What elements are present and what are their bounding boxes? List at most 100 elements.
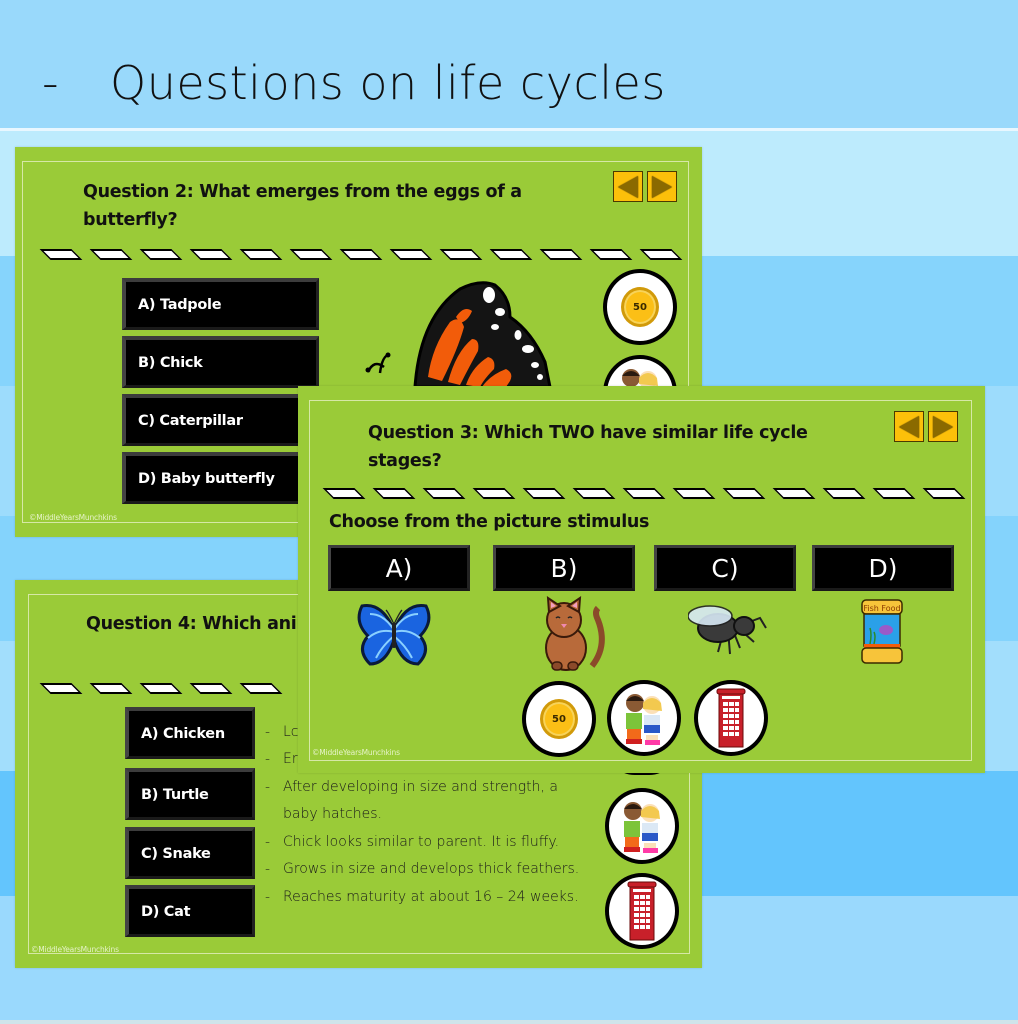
answer-c-button[interactable]: C) Snake [125,827,255,879]
progress-dashes [39,683,283,694]
phone-booth-icon [627,881,657,941]
fly-image [688,605,767,655]
next-button[interactable] [928,411,958,442]
page-title: -Questions on life cycles [42,56,666,110]
progress-dash [572,488,616,499]
answer-label: D) [868,553,898,583]
progress-dash [589,249,633,260]
answer-a-button[interactable]: A) [328,545,470,591]
progress-dash [439,249,483,260]
progress-dash [422,488,466,499]
blue-butterfly-image [357,604,431,666]
background-divider [0,128,1018,131]
coin-50-icon: 50 [621,287,659,327]
previous-button[interactable] [894,411,924,442]
title-text: Questions on life cycles [110,56,666,110]
coin-50-icon: 50 [540,699,578,739]
answer-label: A) Tadpole [138,296,222,313]
progress-dash [89,683,133,694]
phone-a-friend-lifeline[interactable] [605,873,679,949]
watermark: ©MiddleYearsMunchkins [31,945,119,954]
progress-dash [722,488,766,499]
slide-nav [613,171,677,202]
progress-dash [189,683,233,694]
answer-b-button[interactable]: B) Turtle [125,768,255,820]
clue-item: -Lc [265,723,299,740]
answer-a-button[interactable]: A) Tadpole [122,278,319,330]
title-bullet: - [42,56,60,110]
progress-dash [339,249,383,260]
progress-dash [239,249,283,260]
previous-button[interactable] [613,171,643,202]
answer-label: D) Cat [141,903,191,920]
answer-label: B) Chick [138,354,203,371]
progress-dash [472,488,516,499]
answer-d-button[interactable]: D) Cat [125,885,255,937]
arrow-right-icon [652,175,672,198]
progress-dash [39,683,83,694]
clue-list: -Lc -Er -After developing in size and st… [265,718,579,911]
fifty-fifty-lifeline[interactable]: 50 [603,269,677,345]
phone-booth-icon [716,688,746,748]
slide-inner-border [309,400,972,761]
clue-item: baby hatches. [283,806,382,823]
answer-label: C) Caterpillar [138,412,243,429]
slide-nav [894,411,958,442]
ask-friends-icon [624,802,660,853]
answer-label: B) [550,553,578,583]
clue-item: -Chick looks similar to parent. It is fl… [265,833,560,850]
answer-d-button[interactable]: D) [812,545,954,591]
question-3-text: Question 3: Which TWO have similar life … [368,423,808,471]
progress-dash [539,249,583,260]
answer-d-button[interactable]: D) Baby butterfly [122,452,319,504]
progress-dash [822,488,866,499]
progress-dash [139,683,183,694]
phone-a-friend-lifeline[interactable] [694,680,768,756]
ask-friends-lifeline[interactable] [607,680,681,756]
answer-label: D) Baby butterfly [138,470,275,487]
progress-dash [872,488,916,499]
progress-dash [622,488,666,499]
progress-dash [639,249,683,260]
background-band [0,0,1018,128]
progress-dash [239,683,283,694]
clue-item: -After developing in size and strength, … [265,778,558,795]
progress-dash [772,488,816,499]
arrow-left-icon [899,415,919,438]
arrow-left-icon [618,175,638,198]
next-button[interactable] [647,171,677,202]
answer-b-button[interactable]: B) [493,545,635,591]
progress-dash [672,488,716,499]
answer-b-button[interactable]: B) Chick [122,336,319,388]
progress-dash [922,488,966,499]
answer-c-button[interactable]: C) Caterpillar [122,394,319,446]
progress-dash [289,249,333,260]
monarch-butterfly-image [365,281,552,387]
clue-item: -Reaches maturity at about 16 – 24 weeks… [265,888,579,905]
progress-dashes [39,249,683,260]
fish-food-image: Fish Food [861,599,903,664]
answer-label: B) Turtle [141,786,209,803]
progress-dash [189,249,233,260]
progress-dash [489,249,533,260]
clue-item: -Grows in size and develops thick feathe… [265,861,580,878]
cat-image [545,596,605,671]
arrow-right-icon [933,415,953,438]
answer-c-button[interactable]: C) [654,545,796,591]
clue-item: -Er [265,751,298,768]
progress-dash [89,249,133,260]
answer-label: C) Snake [141,845,211,862]
fifty-fifty-lifeline[interactable]: 50 [522,681,596,757]
progress-dash [139,249,183,260]
watermark: ©MiddleYearsMunchkins [29,513,117,522]
watermark: ©MiddleYearsMunchkins [312,748,400,757]
progress-dashes [322,488,966,499]
background-band [0,1020,1018,1024]
ask-friends-lifeline[interactable] [605,788,679,864]
svg-text:Fish Food: Fish Food [863,604,900,613]
answer-label: A) Chicken [141,725,225,742]
progress-dash [389,249,433,260]
question-4-text: Question 4: Which anir [86,614,305,634]
question-2-text: Question 2: What emerges from the eggs o… [83,182,522,230]
answer-a-button[interactable]: A) Chicken [125,707,255,759]
